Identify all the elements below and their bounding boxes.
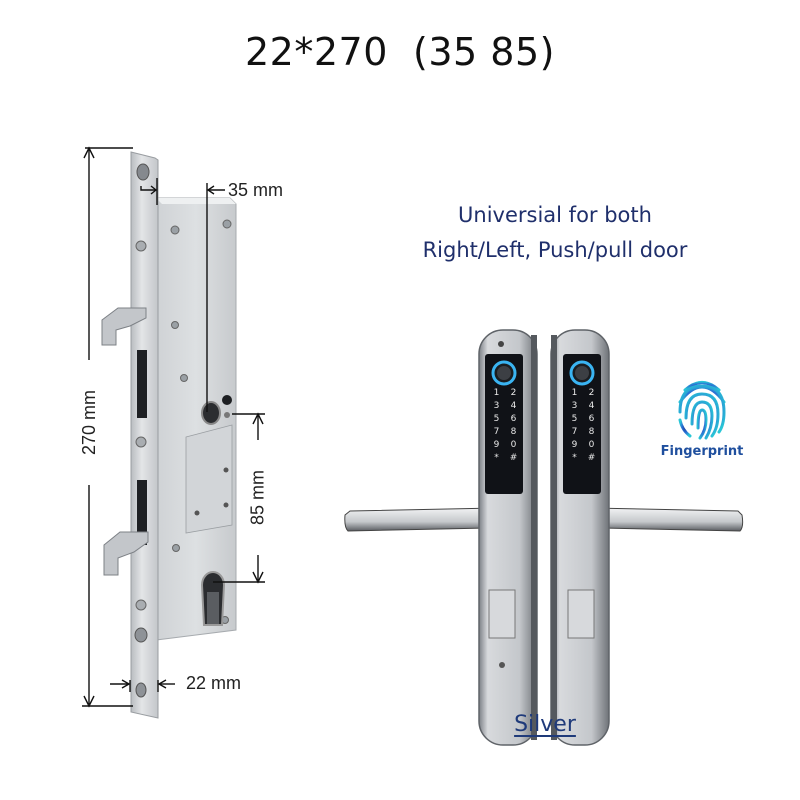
key[interactable]: # <box>509 453 518 463</box>
fingerprint-label: Fingerprint <box>660 444 744 459</box>
smart-lock-right <box>550 329 744 746</box>
key[interactable]: 8 <box>588 427 595 437</box>
key[interactable]: 2 <box>588 388 595 398</box>
key[interactable]: 0 <box>588 440 595 450</box>
key[interactable]: 3 <box>571 401 578 411</box>
key[interactable]: 6 <box>510 414 517 424</box>
key[interactable]: 9 <box>571 440 578 450</box>
center-distance-label: 85 mm <box>247 470 268 526</box>
fingerprint-icon <box>678 381 726 440</box>
key[interactable]: 4 <box>588 401 595 411</box>
key[interactable]: 2 <box>510 388 517 398</box>
key[interactable]: 9 <box>493 440 500 450</box>
key[interactable]: 1 <box>493 388 500 398</box>
key[interactable]: # <box>587 453 596 463</box>
key[interactable]: 6 <box>588 414 595 424</box>
key[interactable]: * <box>494 453 499 463</box>
caption-line-1: Universial for both <box>458 203 652 227</box>
key[interactable]: 8 <box>510 427 517 437</box>
key[interactable]: 5 <box>571 414 578 424</box>
key[interactable]: 0 <box>510 440 517 450</box>
key[interactable]: 5 <box>493 414 500 424</box>
caption-line-2: Right/Left, Push/pull door <box>422 238 688 262</box>
faceplate <box>101 151 159 719</box>
lock-case <box>155 197 237 641</box>
key[interactable]: 7 <box>493 427 500 437</box>
key[interactable]: 7 <box>571 427 578 437</box>
key[interactable]: * <box>572 453 577 463</box>
dimension-lines <box>82 146 265 708</box>
length-label: 270 mm <box>79 389 99 456</box>
page-title: 22*270 (35 85) <box>245 30 555 74</box>
keypad-left: 1 2 3 4 5 6 7 8 9 0 * # <box>488 388 522 463</box>
key[interactable]: 1 <box>571 388 578 398</box>
keypad-right: 1 2 3 4 5 6 7 8 9 0 * # <box>566 388 600 463</box>
faceplate-width-label: 22 mm <box>186 673 242 693</box>
finish-label: Silver <box>514 712 576 737</box>
backset-label: 35 mm <box>228 180 284 200</box>
key[interactable]: 4 <box>510 401 517 411</box>
key[interactable]: 3 <box>493 401 500 411</box>
smart-lock-left <box>344 329 538 746</box>
